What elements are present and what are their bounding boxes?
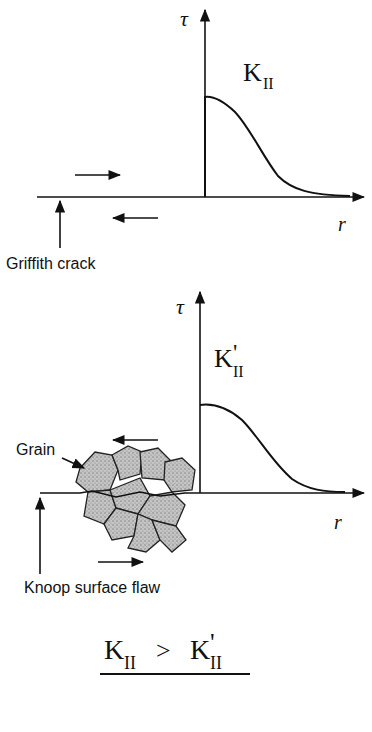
callout-label: Grain	[16, 442, 55, 458]
subscript: II	[233, 364, 244, 380]
stress-curve	[205, 97, 350, 197]
axis-label: τ	[180, 8, 188, 30]
stress-curve	[200, 405, 345, 492]
grain	[104, 508, 138, 540]
subscript: II	[263, 76, 274, 92]
middle-annotations	[40, 440, 200, 574]
symbol: K	[214, 346, 233, 372]
shear-arrow	[113, 439, 158, 441]
shear-arrow	[75, 174, 120, 176]
subscript: II	[210, 654, 222, 672]
underline	[100, 673, 250, 675]
pointer-arrow	[39, 498, 41, 574]
shear-arrow	[113, 217, 158, 219]
leader-arrow	[62, 458, 84, 468]
axis-label: τ	[176, 296, 184, 318]
symbol: K	[104, 636, 124, 664]
subscript: II	[124, 654, 136, 672]
callout-label: Knoop surface flaw	[24, 580, 160, 596]
grain-cluster	[76, 446, 195, 552]
grain	[112, 446, 142, 480]
relation-sign: >	[156, 638, 171, 664]
shear-arrow	[98, 561, 143, 563]
grain	[76, 452, 118, 492]
pointer-arrow	[59, 201, 61, 248]
symbol: K	[243, 60, 262, 86]
grain	[128, 514, 160, 552]
flaw-line	[40, 491, 200, 497]
axis-label: r	[338, 214, 346, 234]
axis-label: r	[334, 512, 342, 532]
callout-label: Griffith crack	[6, 256, 96, 272]
r-axis	[37, 196, 364, 198]
grain	[152, 520, 186, 552]
tau-axis	[199, 292, 201, 493]
grain	[164, 458, 195, 492]
middle-panel	[200, 292, 364, 493]
prime-mark: '	[233, 340, 237, 364]
symbol: K	[190, 636, 210, 664]
top-panel	[37, 10, 364, 248]
prime-mark: '	[210, 630, 215, 656]
